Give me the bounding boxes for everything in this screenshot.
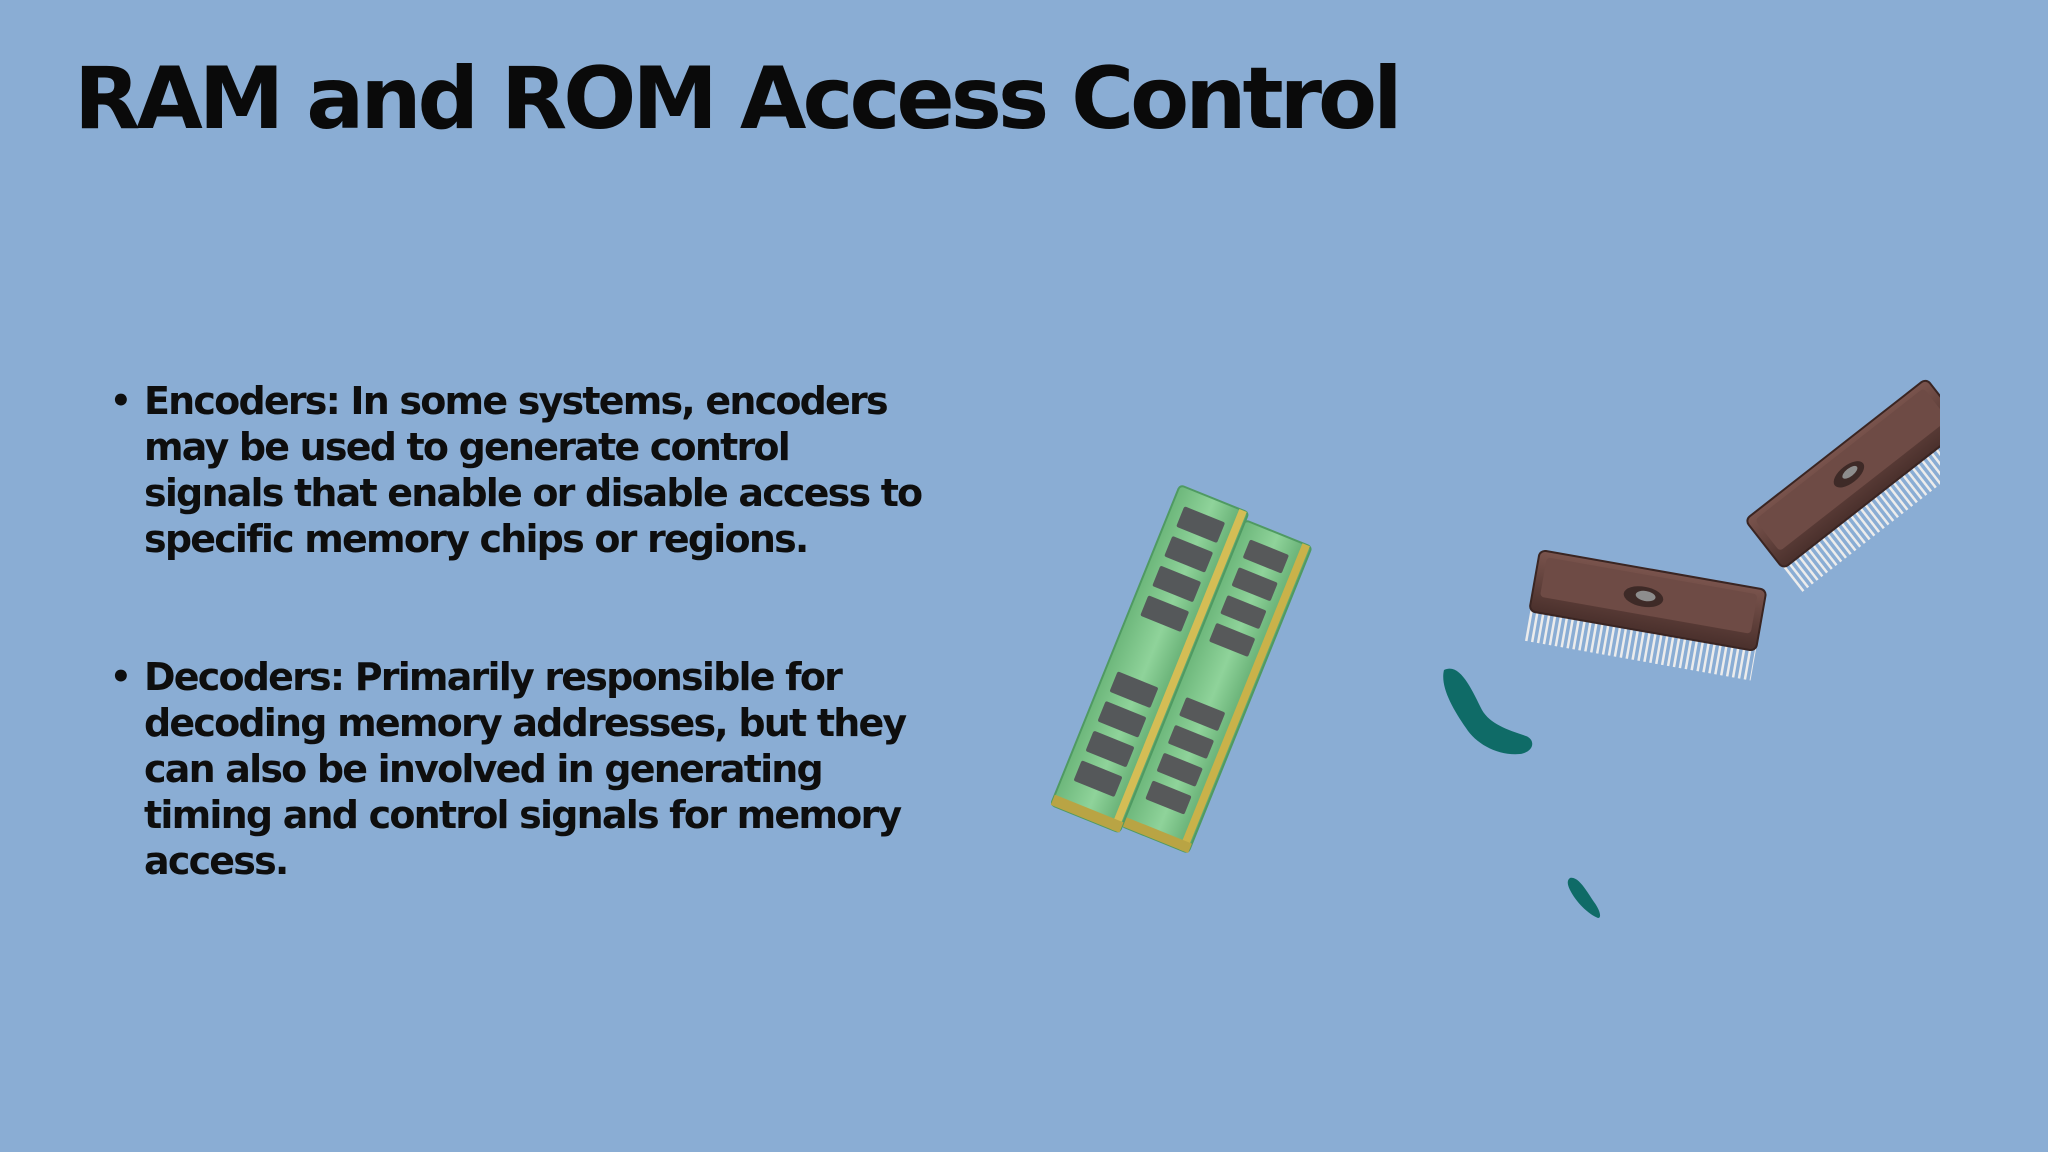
bullet-dot-icon: • bbox=[110, 381, 132, 421]
bullet-decoders: • Decoders: Primarily responsible for de… bbox=[110, 654, 930, 884]
page-title: RAM and ROM Access Control bbox=[74, 49, 1403, 149]
memory-illustration bbox=[1020, 370, 1940, 990]
paint-splash-icon bbox=[1567, 877, 1601, 918]
ram-module-icon bbox=[1050, 485, 1249, 833]
bullet-text: Encoders: In some systems, encoders may … bbox=[144, 379, 923, 561]
bullet-list: • Encoders: In some systems, encoders ma… bbox=[110, 378, 930, 884]
memory-illustration-svg bbox=[1050, 379, 1940, 918]
ram-module-icon bbox=[1121, 520, 1312, 853]
rom-chip-icon bbox=[1524, 549, 1767, 681]
bullet-text: Decoders: Primarily responsible for deco… bbox=[144, 655, 907, 883]
bullet-dot-icon: • bbox=[110, 657, 132, 697]
paint-splash-icon bbox=[1443, 668, 1533, 755]
rom-chip-icon bbox=[1746, 379, 1940, 593]
bullet-encoders: • Encoders: In some systems, encoders ma… bbox=[110, 378, 930, 562]
